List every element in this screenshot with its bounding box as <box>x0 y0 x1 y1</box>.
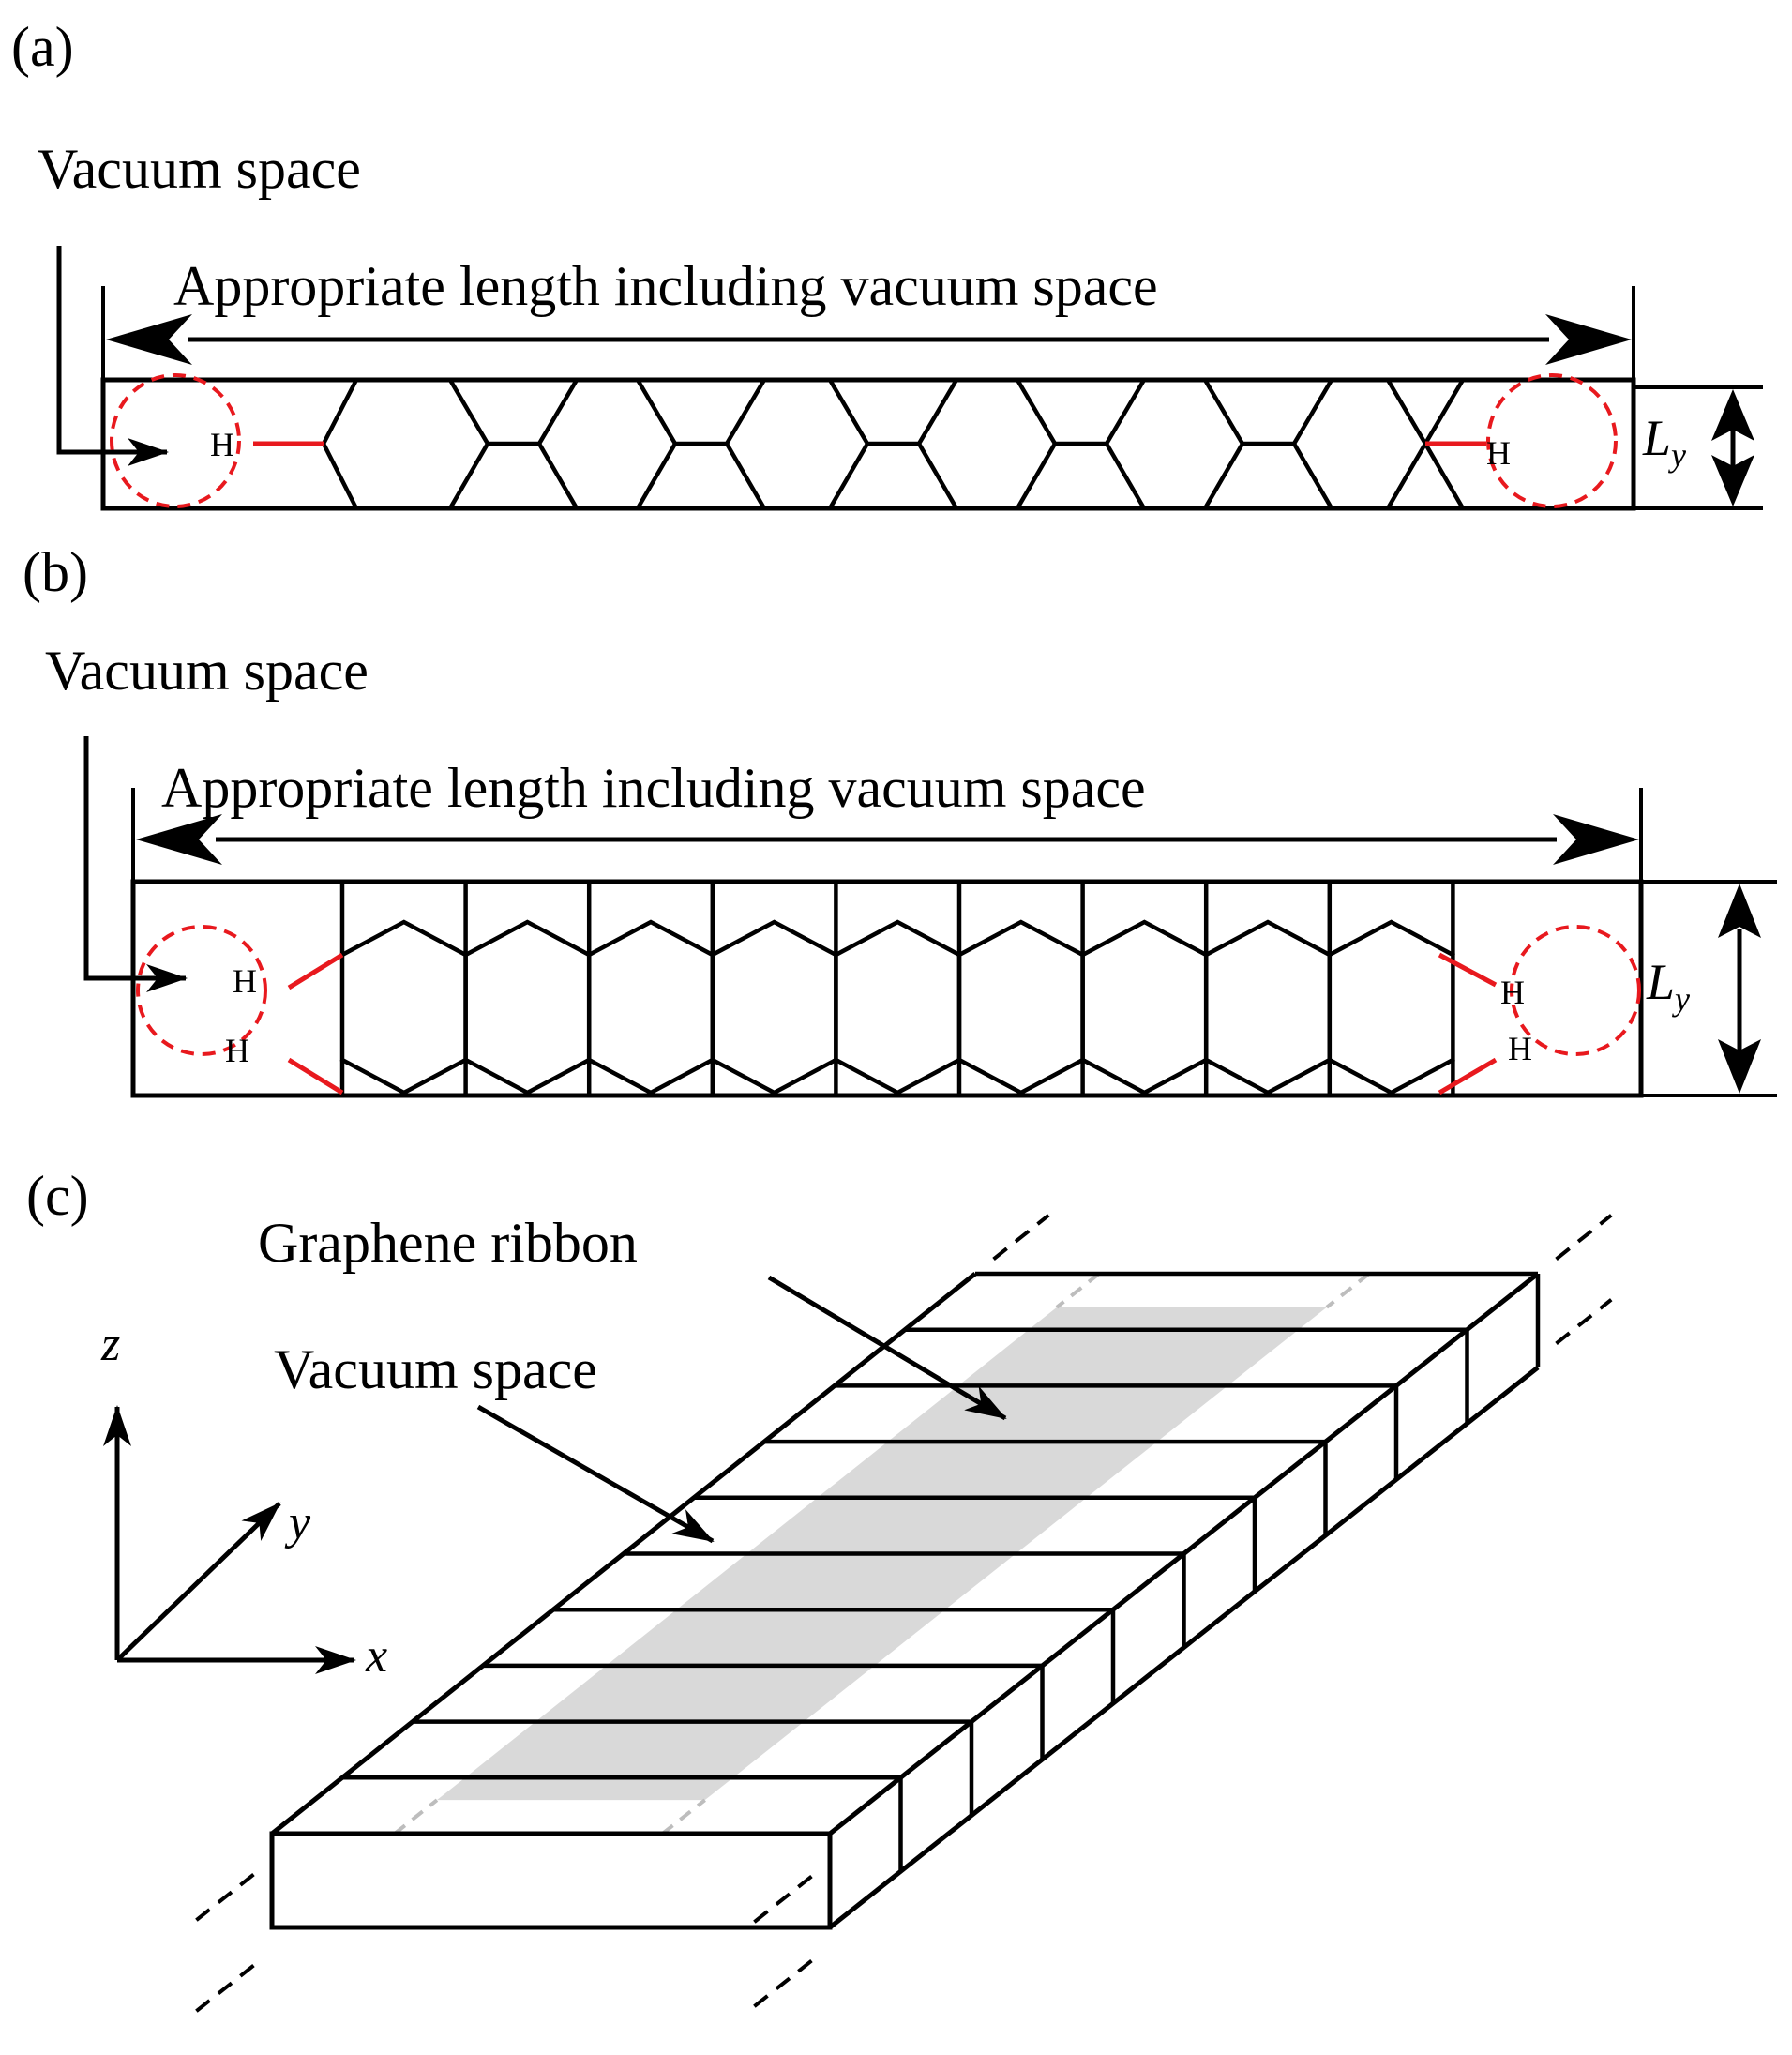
panel-c-ribbon-label: Graphene ribbon <box>258 1212 638 1274</box>
ribbon-edge-dash <box>661 1798 706 1836</box>
lattice-hexagon <box>1203 919 1333 1095</box>
slab-front-face <box>269 1831 833 1930</box>
axis-z-label: z <box>100 1318 120 1371</box>
panel-b-h-left-bottom: H <box>225 1032 249 1069</box>
ribbon-edge-dash <box>1055 1272 1101 1309</box>
ribbon-edge-dash <box>1325 1272 1371 1309</box>
periodic-dash <box>747 1959 813 2013</box>
slab-edge <box>828 1272 1540 1836</box>
panel-b-h-right-top: H <box>1500 974 1525 1011</box>
axis-x-label: x <box>365 1629 387 1683</box>
panel-b-label: (b) <box>23 541 88 603</box>
ribbon-edge-dash <box>393 1798 439 1836</box>
panel-b-bond-h-right-bottom <box>1438 1057 1498 1095</box>
panel-a-zigzag-chain <box>321 377 1465 511</box>
panel-a-length-arrowhead-right <box>1545 314 1632 365</box>
periodic-dash <box>189 1964 255 2017</box>
panel-b-cell-box <box>130 879 1644 1098</box>
panel-b-vacuum-circle-left <box>136 925 267 1056</box>
panel-a-length-label: Appropriate length including vacuum spac… <box>173 255 1158 317</box>
panel-a-label: (a) <box>11 16 74 78</box>
panel-a-vacuum-pointer <box>56 246 169 466</box>
lattice-hexagon <box>586 919 715 1095</box>
panel-a-ly-label: Ly <box>1642 410 1686 474</box>
lattice-hexagon <box>956 919 1085 1095</box>
panel-b-lattice <box>339 882 1455 1095</box>
panel-b-h-right-bottom: H <box>1508 1030 1532 1067</box>
axis-y-label: y <box>284 1496 311 1549</box>
periodic-dash <box>1555 1298 1613 1345</box>
periodic-dash <box>992 1214 1050 1261</box>
panel-a-vacuum-label: Vacuum space <box>38 138 361 200</box>
panel-b-vacuum-circle-right <box>1510 925 1641 1056</box>
panel-c-vacuum-label: Vacuum space <box>274 1338 597 1400</box>
lattice-hexagon <box>339 919 468 1095</box>
panel-a-lattice <box>321 377 1465 511</box>
lattice-hexagon <box>463 919 592 1095</box>
panel-c-label: (c) <box>26 1165 89 1227</box>
panel-b-ly-arrowhead-top <box>1718 884 1761 938</box>
panel-a: (a) Vacuum space Appropriate length incl… <box>11 16 1763 511</box>
slab-edge <box>828 1366 1540 1929</box>
periodic-dash <box>747 1875 813 1928</box>
panel-a-ly-arrowhead-top <box>1711 389 1754 441</box>
panel-b-h-left-top: H <box>233 962 257 1000</box>
panel-c: (c) Graphene ribbon Vacuum space z y x <box>26 1165 1613 2017</box>
panel-a-cell-box <box>100 377 1636 511</box>
panel-b-length-label: Appropriate length including vacuum spac… <box>161 757 1146 819</box>
panel-b-bond-h-right-top <box>1438 952 1498 988</box>
lattice-hexagon <box>710 919 838 1095</box>
panel-b-ly-label: Ly <box>1646 954 1690 1018</box>
panel-b-bond-h-left-top <box>287 952 344 990</box>
panel-c-slab <box>189 1214 1613 2017</box>
lattice-hexagon <box>834 919 962 1095</box>
panel-a-length-arrowhead-left <box>106 314 192 365</box>
panel-c-ribbon-pointer <box>767 1275 1007 1421</box>
lattice-hexagon <box>1327 919 1455 1095</box>
periodic-dash <box>189 1873 255 1927</box>
lattice-hexagon <box>1080 919 1209 1095</box>
panel-c-vacuum-pointer <box>476 1404 715 1544</box>
panel-a-h-right: H <box>1486 434 1511 472</box>
panel-b-vacuum-pointer <box>83 736 188 992</box>
axis-y-arrow <box>115 1502 281 1662</box>
panel-a-h-left: H <box>210 426 234 463</box>
panel-a-ly-arrowhead-bottom <box>1711 455 1754 506</box>
panel-b: (b) Vacuum space Appropriate length incl… <box>23 541 1777 1098</box>
panel-b-length-arrowhead-left <box>136 814 222 865</box>
panel-b-ly-arrowhead-bottom <box>1718 1039 1761 1094</box>
panel-b-length-arrowhead-right <box>1553 814 1639 865</box>
panel-b-bond-h-left-bottom <box>287 1057 344 1095</box>
panel-c-axes: z y x <box>100 1318 387 1683</box>
panel-a-vacuum-circle-right <box>1486 373 1618 508</box>
periodic-dash <box>1555 1214 1613 1261</box>
panel-b-vacuum-label: Vacuum space <box>45 640 369 702</box>
slab-edge <box>270 1272 977 1836</box>
panel-a-vacuum-circle-left <box>110 373 241 508</box>
